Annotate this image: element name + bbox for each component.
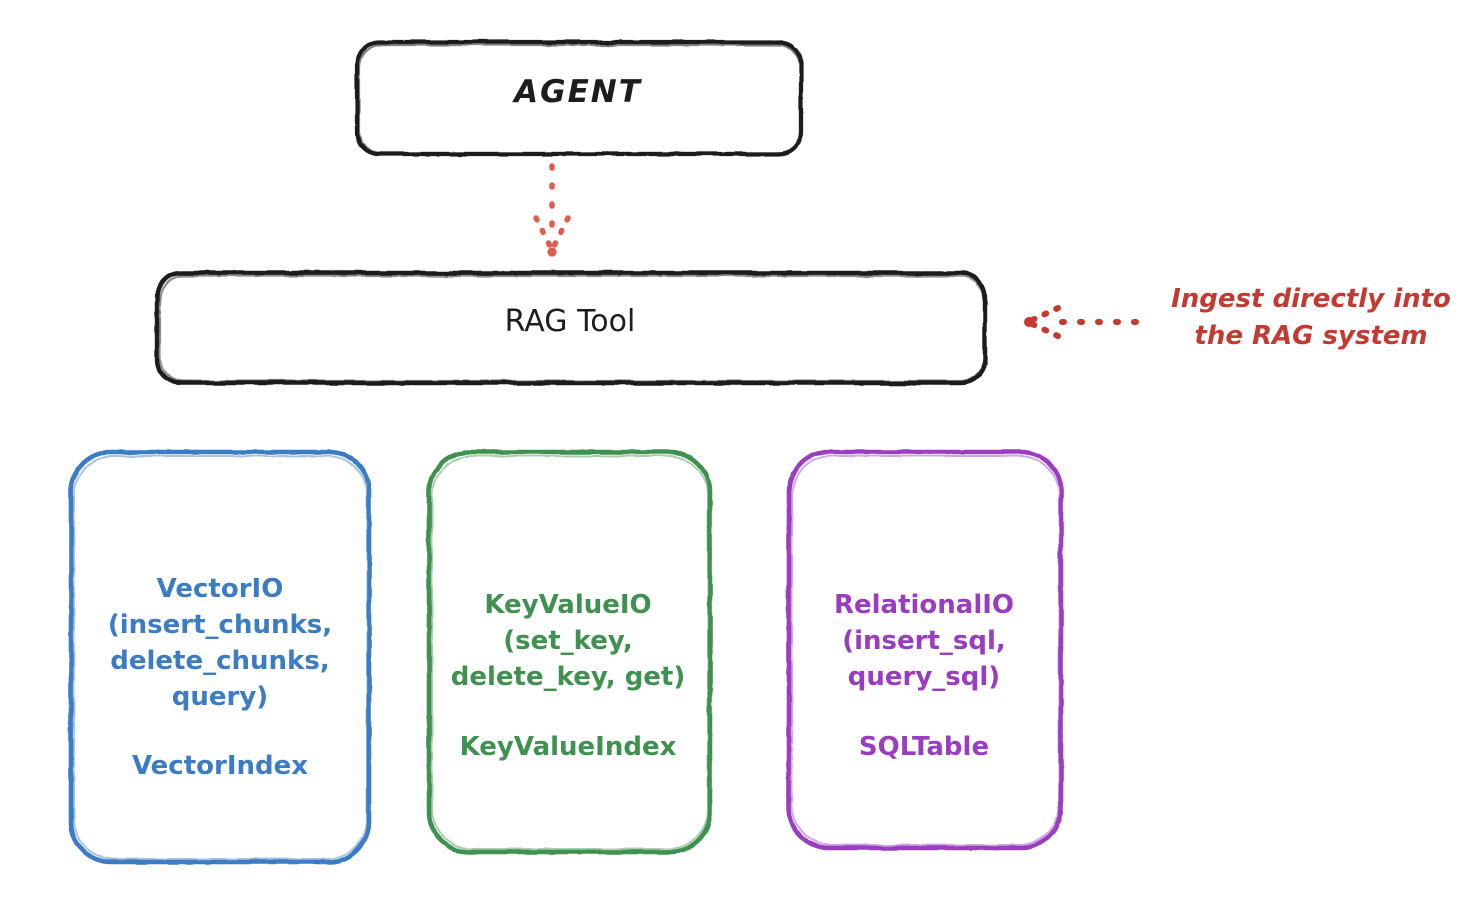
ingest-arrowhead-tip bbox=[1024, 317, 1034, 327]
key-value-io-label-group: KeyValueIO (set_key, delete_key, get) Ke… bbox=[428, 552, 708, 801]
relational-io-label-group: RelationalIO (insert_sql, query_sql) SQL… bbox=[788, 552, 1060, 801]
agent-node[interactable] bbox=[354, 39, 804, 157]
ingest-arrowhead-upper-wing bbox=[1027, 305, 1061, 324]
relational-io-node-shape bbox=[786, 449, 1064, 851]
relational-io-node-shape-overdraw bbox=[791, 455, 1060, 846]
key-value-io-node-label: KeyValueIO (set_key, delete_key, get) bbox=[450, 589, 686, 692]
relational-io-node[interactable] bbox=[786, 449, 1064, 851]
ingest-annotation-text: Ingest directly into the RAG system bbox=[1171, 284, 1451, 351]
vector-io-label-group: VectorIO (insert_chunks, delete_chunks, … bbox=[72, 536, 368, 821]
arrowhead-right-wing bbox=[550, 215, 571, 251]
vector-io-node-label: VectorIO (insert_chunks, delete_chunks, … bbox=[107, 573, 333, 712]
rag-tool-node-shape-overdraw bbox=[158, 274, 986, 383]
key-value-io-node-shape bbox=[426, 449, 713, 855]
ingest-arrowhead-lower-wing bbox=[1027, 320, 1061, 339]
rag-tool-node-label: RAG Tool bbox=[504, 304, 636, 339]
vector-io-node-shape bbox=[68, 449, 372, 865]
edge-agent-to-rag-tool bbox=[533, 163, 571, 257]
relational-io-table-label: SQLTable bbox=[858, 731, 990, 762]
key-value-io-node[interactable] bbox=[426, 449, 713, 855]
relational-io-node-label: RelationalIO (insert_sql, query_sql) bbox=[833, 589, 1015, 692]
edge-ingest-arrow bbox=[1024, 305, 1139, 339]
vector-io-node[interactable] bbox=[68, 449, 372, 865]
vector-io-node-shape-overdraw bbox=[73, 455, 368, 860]
rag-tool-node[interactable] bbox=[154, 270, 988, 386]
agent-node-shape-overdraw bbox=[357, 43, 802, 155]
vector-io-index-label: VectorIndex bbox=[131, 751, 309, 782]
key-value-io-node-shape-overdraw bbox=[431, 455, 709, 850]
arrowhead-tip bbox=[547, 247, 557, 257]
key-value-io-index-label: KeyValueIndex bbox=[459, 731, 677, 762]
arrowhead-left-wing bbox=[533, 215, 554, 251]
agent-node-label: AGENT bbox=[514, 74, 642, 110]
